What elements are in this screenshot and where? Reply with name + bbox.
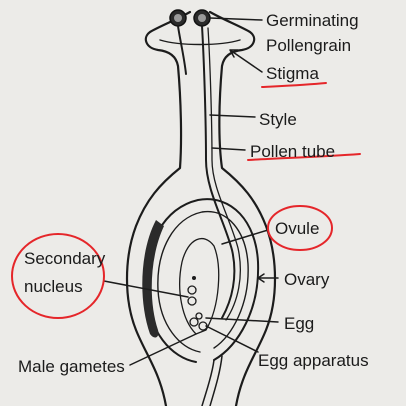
egg-apparatus-cells [189, 312, 208, 331]
label-pollengrain: Pollengrain [266, 36, 351, 55]
pointer-egg-apparatus [205, 325, 259, 353]
ovule-integument-inner [157, 210, 249, 353]
pointer-male-gametes [129, 333, 197, 366]
pointer-ovary [257, 273, 279, 283]
label-pollen-tube: Pollen tube [250, 142, 335, 161]
label-germinating: Germinating [266, 11, 359, 30]
embryo-sac [179, 237, 220, 335]
funiculus [201, 355, 223, 406]
pointer-style [209, 114, 256, 118]
label-ovary: Ovary [284, 270, 330, 289]
label-nucleus: nucleus [24, 277, 83, 296]
pointer-germinating [209, 17, 263, 21]
label-egg-apparatus: Egg apparatus [258, 351, 369, 370]
pointer-secondary-nucleus [103, 280, 189, 298]
pollen-grain-right [193, 9, 211, 27]
stigma-surface [159, 39, 241, 46]
ovule-circle [267, 205, 333, 251]
label-style: Style [259, 110, 297, 129]
stigma-underline [261, 82, 327, 88]
secondary-nucleus-cells [187, 276, 197, 306]
pointer-ovule [221, 229, 269, 245]
pollen-grain-left [169, 9, 187, 27]
label-ovule: Ovule [275, 219, 319, 238]
pistil-outline [125, 10, 277, 406]
label-secondary: Secondary [24, 249, 106, 268]
pointer-lines [103, 17, 279, 366]
pollen-tube-underline [247, 153, 361, 161]
ovule-integument-outer [144, 198, 260, 363]
label-male-gametes: Male gametes [18, 357, 125, 376]
label-stigma: Stigma [266, 64, 319, 83]
pointer-pollen-tube [211, 147, 246, 151]
label-egg: Egg [284, 314, 314, 333]
dark-tissue [142, 220, 164, 338]
short-pollen-tube [177, 25, 187, 75]
secondary-nucleus-circle [11, 233, 105, 319]
pollen-tube-inner [207, 27, 241, 321]
pointer-stigma [229, 49, 263, 73]
pollen-tube [201, 25, 236, 319]
pointer-egg [205, 317, 279, 323]
